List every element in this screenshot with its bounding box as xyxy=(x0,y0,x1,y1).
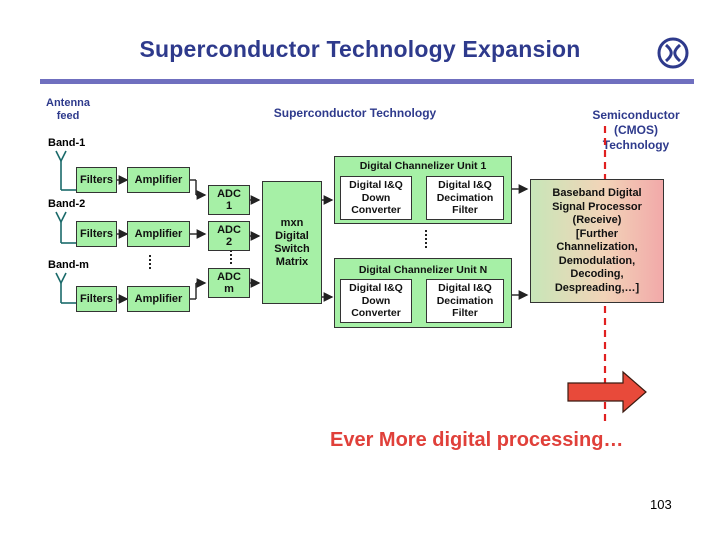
amplifier-box: Amplifier xyxy=(127,167,190,193)
filters-box: Filters xyxy=(76,286,117,312)
adc-box: ADC 1 xyxy=(208,185,250,215)
band-label-m: Band-m xyxy=(48,259,89,271)
amplifier-box: Amplifier xyxy=(127,286,190,312)
semiconductor-technology-label: Semiconductor (CMOS) Technology xyxy=(592,108,680,152)
antenna-icon xyxy=(55,211,76,244)
channelizer-unit-title: Digital Channelizer Unit N xyxy=(358,264,488,276)
slide-title: Superconductor Technology Expansion xyxy=(139,36,581,62)
antenna-icon xyxy=(55,272,76,304)
company-logo-icon xyxy=(657,37,689,69)
adc-box: ADC m xyxy=(208,268,250,298)
amplifier-box: Amplifier xyxy=(127,221,190,247)
page-number: 103 xyxy=(650,497,672,512)
channelizer-unit-title: Digital Channelizer Unit 1 xyxy=(359,160,487,172)
antenna-feed-label: Antenna feed xyxy=(46,97,90,122)
filters-box: Filters xyxy=(76,167,117,193)
band-label-2: Band-2 xyxy=(48,198,86,210)
antenna-icon xyxy=(55,150,76,191)
decimation-filter-box: Digital I&Q Decimation Filter xyxy=(426,176,504,220)
adc-box: ADC 2 xyxy=(208,221,250,251)
baseband-dsp-box: Baseband Digital Signal Processor (Recei… xyxy=(530,179,664,303)
switch-matrix-box: mxn Digital Switch Matrix xyxy=(262,181,322,304)
band-label-1: Band-1 xyxy=(48,137,86,149)
superconductor-technology-label: Superconductor Technology xyxy=(273,106,437,120)
filters-box: Filters xyxy=(76,221,117,247)
ellipsis-dots xyxy=(149,230,427,269)
expansion-arrow-icon xyxy=(567,370,647,414)
title-divider xyxy=(40,79,694,84)
down-converter-box: Digital I&Q Down Converter xyxy=(340,176,412,220)
down-converter-box: Digital I&Q Down Converter xyxy=(340,279,412,323)
decimation-filter-box: Digital I&Q Decimation Filter xyxy=(426,279,504,323)
tagline-text: Ever More digital processing… xyxy=(330,429,624,451)
